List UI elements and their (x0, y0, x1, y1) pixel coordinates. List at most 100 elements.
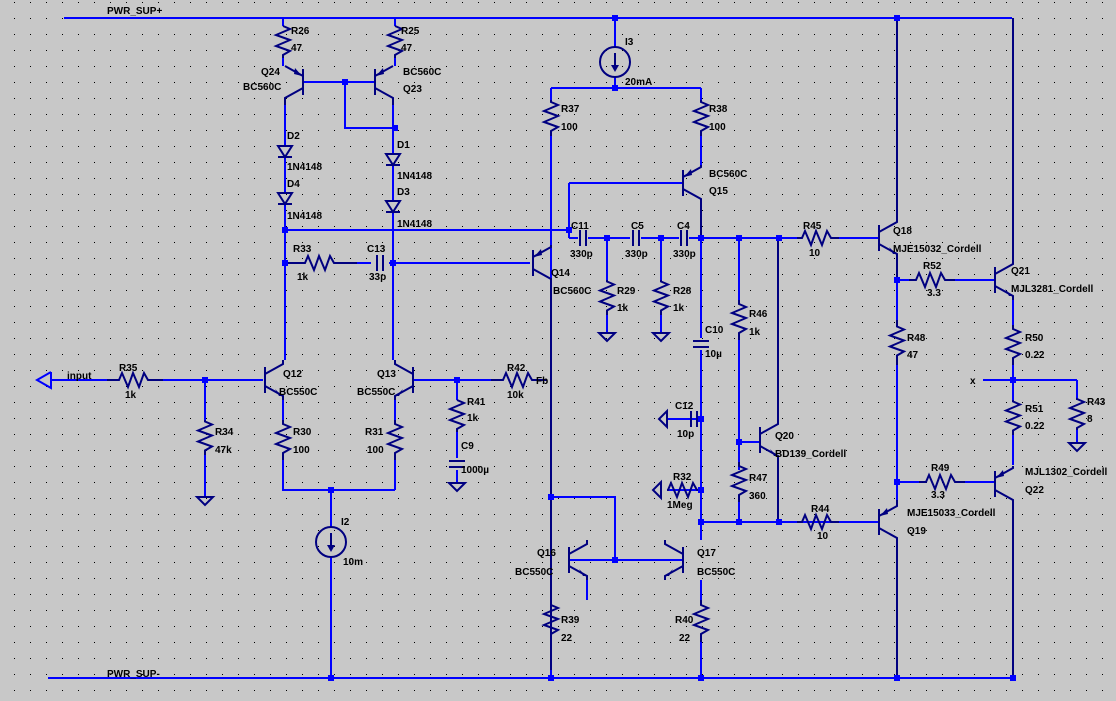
label-r35-name: R35 (119, 363, 138, 374)
label-r41-name: R41 (467, 397, 486, 408)
junction-dot (894, 277, 900, 283)
label-q14-name: Q14 (551, 268, 570, 279)
junction-dot (1010, 675, 1016, 681)
label-r30-name: R30 (293, 427, 312, 438)
label-i2-value: 10m (343, 557, 363, 568)
label-q20-value: BD139_Cordell (775, 449, 846, 460)
label-q22-value: MJL1302_Cordell (1025, 467, 1107, 478)
junction-dot (894, 479, 900, 485)
label-r32-name: R32 (673, 472, 692, 483)
transistor-q14 (532, 245, 552, 670)
label-q23-value: BC560C (403, 67, 441, 78)
junction-dot (548, 494, 554, 500)
label-i3-value: 20mA (625, 77, 652, 88)
label-r50-name: R50 (1025, 333, 1044, 344)
transistor-q23 (374, 65, 394, 105)
label-r37-value: 100 (561, 122, 578, 133)
label-r42-value: 10k (507, 390, 524, 401)
label-r26-name: R26 (291, 26, 310, 37)
resistor-r31 (385, 420, 405, 460)
components (34, 18, 1088, 678)
label-c5-name: C5 (631, 221, 644, 232)
resistor-r30 (273, 420, 293, 460)
label-d3-name: D3 (397, 187, 410, 198)
transistor-q13 (394, 360, 414, 400)
junction-dot (698, 235, 704, 241)
label-r49-value: 3.3 (931, 490, 945, 501)
junction-dot (282, 227, 288, 233)
label-r39-value: 22 (561, 633, 573, 644)
label-q19-value: MJE15033_Cordell (907, 508, 996, 519)
label-c12-value: 10p (677, 429, 694, 440)
transistor-q18 (878, 18, 898, 280)
capacitor-c9 (449, 460, 465, 468)
capacitor-c5 (632, 230, 640, 246)
label-d2-value: 1N4148 (287, 162, 322, 173)
diode-d4 (276, 192, 294, 206)
junction-dot (454, 377, 460, 383)
resistor-r25 (385, 25, 405, 58)
resistor-r34 (195, 420, 215, 455)
junction-dot (612, 85, 618, 91)
label-r28-value: 1k (673, 303, 685, 314)
transistor-q15 (682, 165, 702, 238)
label-q23-name: Q23 (403, 84, 422, 95)
label-r43-value: 8 (1087, 414, 1093, 425)
label-q21-name: Q21 (1011, 266, 1030, 277)
resistor-r42 (491, 370, 547, 390)
wire (282, 460, 395, 491)
transistor-q22 (994, 466, 1014, 678)
ground-r32 (651, 479, 662, 501)
label-c11-value: 330p (570, 249, 593, 260)
resistor-r46 (729, 300, 749, 340)
label-c10-name: C10 (705, 325, 724, 336)
label-q24-name: Q24 (261, 67, 280, 78)
label-c10-value: 10µ (705, 349, 722, 360)
label-d1-value: 1N4148 (397, 171, 432, 182)
junction-dot (392, 125, 398, 131)
labels: PWR_SUP+ PWR_SUP- input Fb x R26 47 R25 … (67, 6, 1107, 680)
resistor-r50 (1003, 325, 1023, 365)
resistor-r41 (447, 399, 467, 432)
label-q22-name: Q22 (1025, 485, 1044, 496)
junction-dot (894, 15, 900, 21)
label-r41-value: 1k (467, 413, 479, 424)
label-r51-name: R51 (1025, 404, 1044, 415)
capacitor-c11 (579, 230, 587, 246)
wire (344, 82, 395, 129)
label-r34-value: 47k (215, 445, 232, 456)
label-r46-name: R46 (749, 309, 768, 320)
capacitor-c13 (376, 255, 384, 271)
net-label-fb: Fb (536, 376, 548, 387)
label-q20-name: Q20 (775, 431, 794, 442)
ground-c9 (446, 482, 468, 493)
label-r33-name: R33 (293, 244, 312, 255)
label-q18-name: Q18 (893, 226, 912, 237)
resistor-r52 (909, 270, 955, 290)
label-r29-name: R29 (617, 286, 636, 297)
label-i3-name: I3 (625, 37, 634, 48)
junction-dot (282, 260, 288, 266)
ground-r34 (194, 496, 216, 507)
ground-r43 (1066, 442, 1088, 453)
label-q13-value: BC550C (357, 387, 395, 398)
wire (551, 496, 616, 560)
capacitor-c12 (690, 411, 698, 427)
label-r28-name: R28 (673, 286, 692, 297)
label-r34-name: R34 (215, 427, 234, 438)
junction-dot (328, 675, 334, 681)
label-c11-name: C11 (571, 221, 589, 232)
resistor-r32 (667, 480, 701, 500)
label-r29-value: 1k (617, 303, 629, 314)
label-r26-value: 47 (291, 43, 303, 54)
label-q12-name: Q12 (283, 369, 302, 380)
junction-dot (612, 557, 618, 563)
resistor-r40 (691, 600, 711, 642)
label-r39-name: R39 (561, 615, 580, 626)
label-q15-value: BC560C (709, 169, 747, 180)
junction-dot (736, 235, 742, 241)
resistor-r38 (691, 100, 711, 136)
resistor-r49 (919, 472, 965, 492)
diode-d1 (384, 153, 402, 167)
